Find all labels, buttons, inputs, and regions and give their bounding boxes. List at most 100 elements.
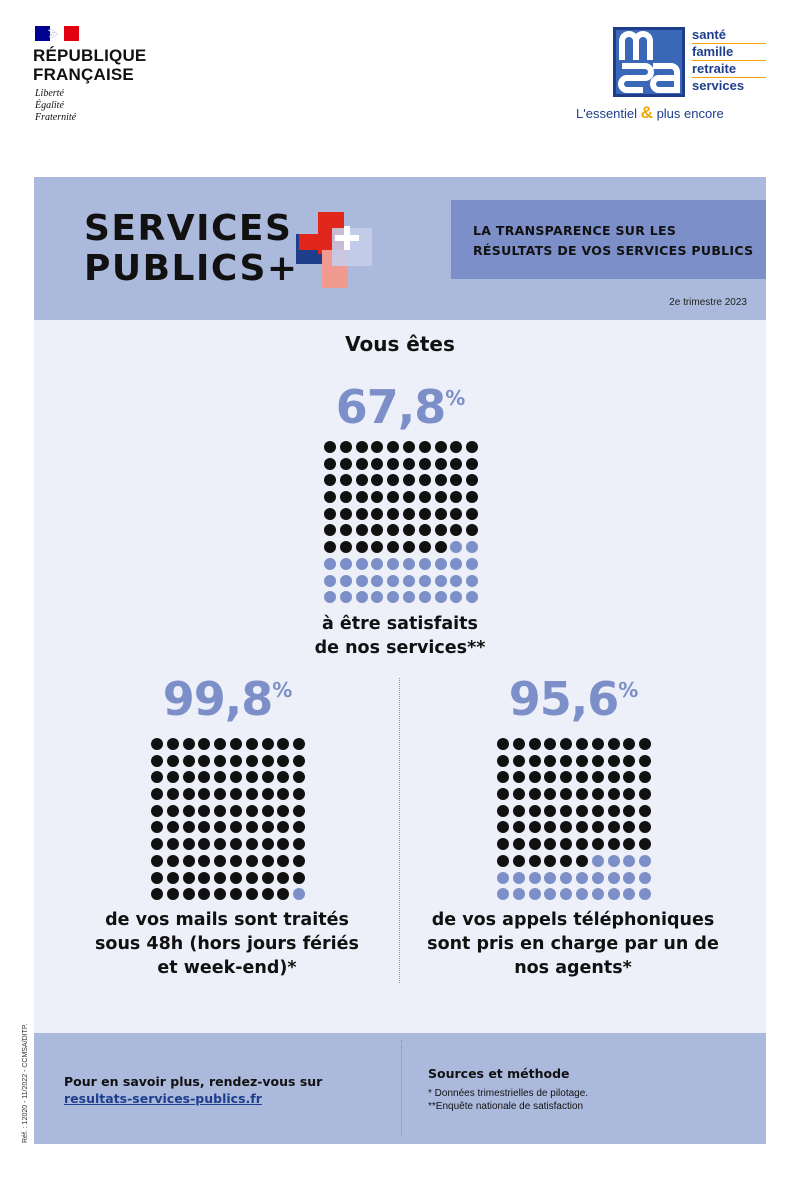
dot-filled — [355, 491, 368, 504]
dot-filled — [639, 838, 652, 851]
dot-empty — [591, 888, 604, 901]
dot-empty — [560, 871, 573, 884]
msa-logo-icon — [613, 27, 685, 97]
dot-filled — [151, 871, 163, 884]
dot-filled — [371, 524, 384, 537]
dot-filled — [434, 541, 447, 554]
dot-filled — [277, 871, 290, 884]
dot-filled — [450, 524, 463, 537]
dot-filled — [339, 524, 352, 537]
dot-filled — [182, 838, 195, 851]
dot-filled — [434, 457, 447, 470]
msa-services-list: santé famille retraite services — [692, 27, 766, 94]
dot-empty — [339, 591, 352, 604]
dot-filled — [639, 804, 652, 817]
dot-empty — [528, 888, 541, 901]
dot-filled — [418, 441, 431, 453]
dot-filled — [418, 541, 431, 554]
dot-filled — [497, 754, 509, 767]
dot-filled — [229, 788, 242, 801]
dot-filled — [151, 788, 163, 801]
dot-filled — [198, 871, 211, 884]
dot-filled — [355, 441, 368, 453]
dot-filled — [166, 754, 179, 767]
dot-empty — [560, 888, 573, 901]
dot-filled — [198, 838, 211, 851]
dot-filled — [575, 771, 588, 784]
dot-filled — [544, 738, 557, 750]
dot-filled — [214, 771, 227, 784]
results-website-link[interactable]: resultats-services-publics.fr — [64, 1091, 262, 1106]
dot-filled — [591, 788, 604, 801]
dot-empty — [371, 557, 384, 570]
dot-filled — [607, 838, 620, 851]
dot-filled — [528, 754, 541, 767]
more-info-text: Pour en savoir plus, rendez-vous sur res… — [64, 1074, 323, 1106]
dot-filled — [528, 771, 541, 784]
dot-filled — [245, 821, 258, 834]
dot-filled — [182, 771, 195, 784]
dot-filled — [575, 821, 588, 834]
dot-filled — [512, 804, 525, 817]
dot-filled — [355, 541, 368, 554]
dot-filled — [402, 507, 415, 520]
dot-filled — [277, 738, 290, 750]
dot-filled — [293, 871, 306, 884]
dot-filled — [607, 788, 620, 801]
dot-filled — [434, 507, 447, 520]
services-publics-title: SERVICES PUBLICS+ — [84, 208, 299, 289]
dot-filled — [544, 771, 557, 784]
dot-filled — [512, 738, 525, 750]
dot-filled — [544, 788, 557, 801]
dot-filled — [512, 854, 525, 867]
dot-filled — [245, 804, 258, 817]
dot-empty — [418, 574, 431, 587]
dot-filled — [575, 854, 588, 867]
dot-empty — [623, 888, 636, 901]
dot-filled — [607, 804, 620, 817]
dot-empty — [512, 888, 525, 901]
dot-filled — [528, 821, 541, 834]
dot-empty — [324, 574, 336, 587]
dot-empty — [387, 557, 400, 570]
dot-filled — [450, 474, 463, 487]
dot-filled — [355, 474, 368, 487]
dot-filled — [418, 524, 431, 537]
sources-title: Sources et méthode — [428, 1066, 570, 1081]
dot-filled — [324, 524, 336, 537]
dot-filled — [623, 838, 636, 851]
reference-code: Réf. : 12020 - 11/2022 - CCMSA/DITP. — [22, 1023, 29, 1143]
dot-filled — [229, 821, 242, 834]
dot-filled — [229, 738, 242, 750]
dot-filled — [560, 788, 573, 801]
dot-filled — [497, 838, 509, 851]
poster-footer-band — [34, 1033, 766, 1144]
dot-filled — [166, 738, 179, 750]
dot-filled — [214, 871, 227, 884]
dot-filled — [591, 738, 604, 750]
dot-filled — [434, 491, 447, 504]
dot-filled — [639, 754, 652, 767]
dot-filled — [528, 788, 541, 801]
dot-filled — [245, 771, 258, 784]
dot-empty — [293, 888, 306, 901]
dot-empty — [607, 854, 620, 867]
dot-empty — [639, 888, 652, 901]
period-label: 2e trimestre 2023 — [669, 297, 747, 308]
marianne-flag-icon — [35, 26, 79, 41]
dot-empty — [512, 871, 525, 884]
dot-filled — [607, 754, 620, 767]
stat-calls-value: 95,6% — [508, 672, 639, 726]
dot-filled — [151, 754, 163, 767]
dot-filled — [261, 771, 274, 784]
dot-filled — [245, 788, 258, 801]
dot-filled — [166, 871, 179, 884]
dot-filled — [402, 474, 415, 487]
dot-filled — [371, 541, 384, 554]
dot-filled — [277, 788, 290, 801]
dot-filled — [575, 788, 588, 801]
dot-filled — [450, 457, 463, 470]
dot-filled — [277, 888, 290, 901]
dot-filled — [591, 804, 604, 817]
dot-filled — [261, 738, 274, 750]
